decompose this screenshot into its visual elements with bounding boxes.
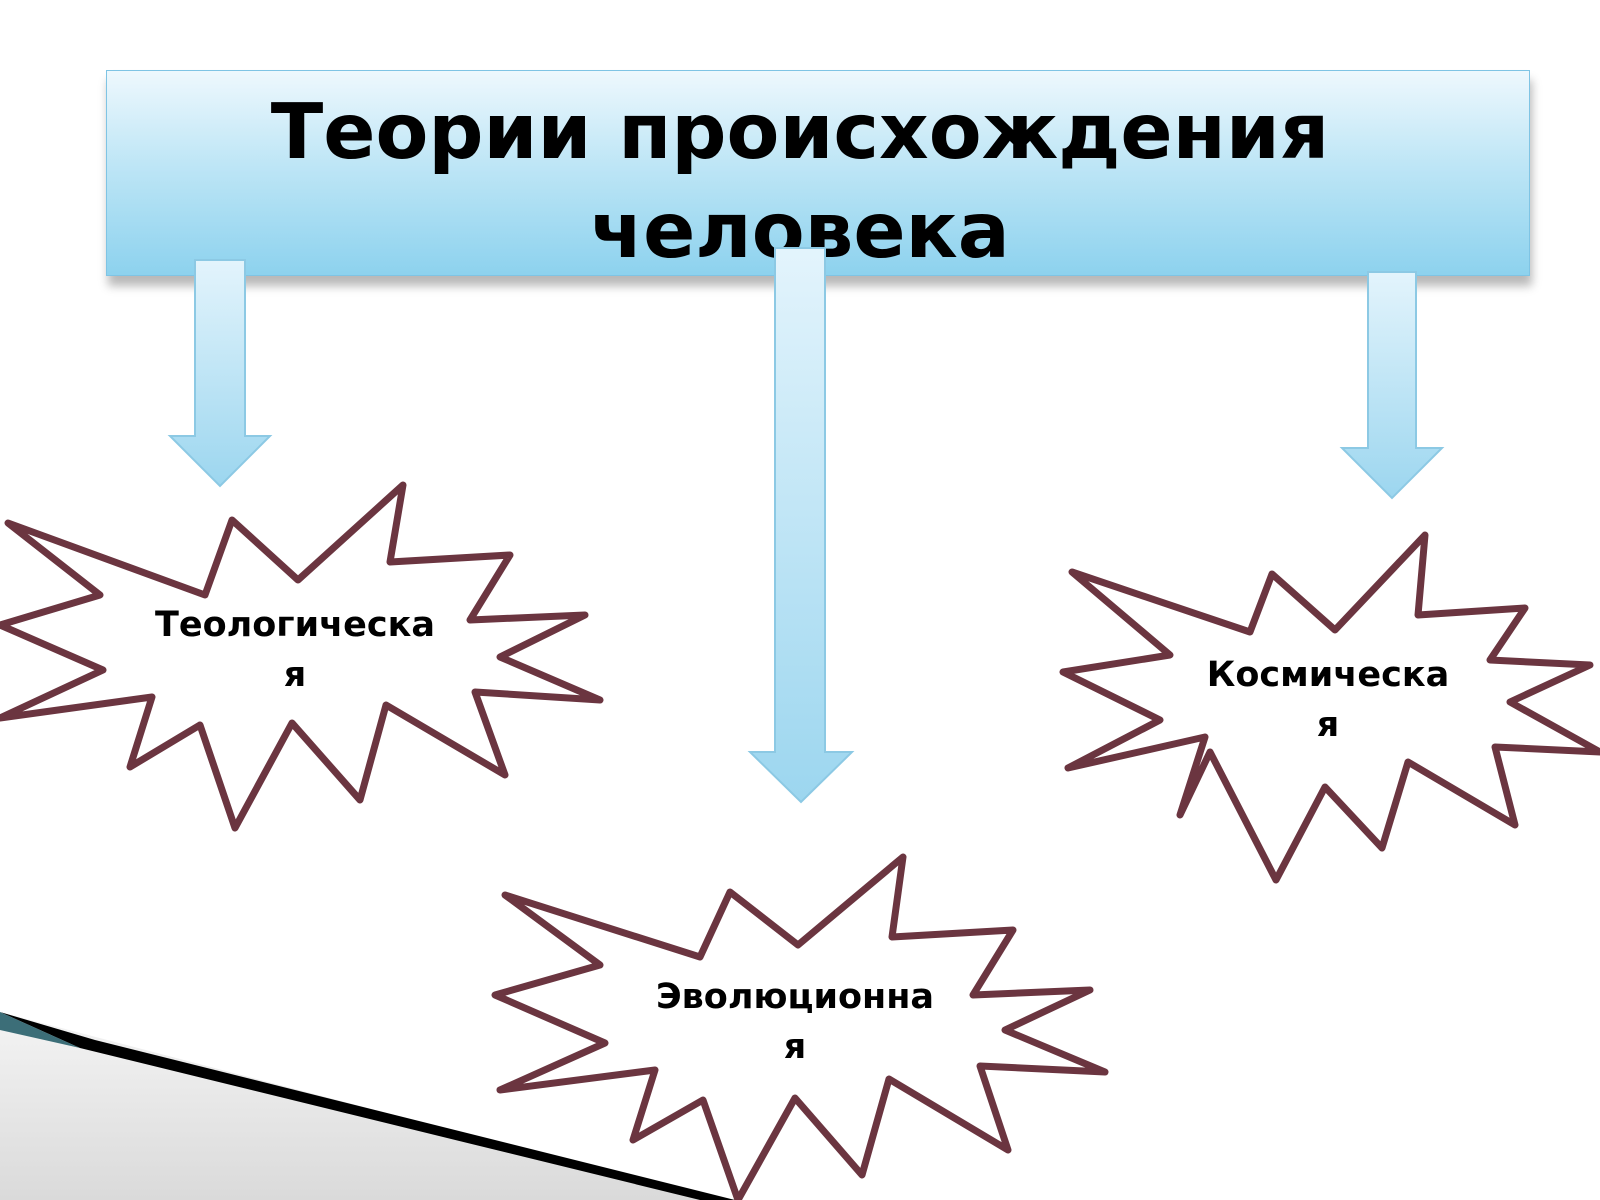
title-line-1: Теории происхождения xyxy=(270,88,1330,177)
label-cosmic-line-1: Космическа xyxy=(1206,655,1450,695)
star-theological xyxy=(0,481,604,832)
label-evolutionary-line-1: Эволюционна xyxy=(655,977,935,1017)
label-cosmic: Космическа я xyxy=(1190,650,1466,750)
arrow-to-cosmic xyxy=(1339,271,1445,500)
label-theological-line-1: Теологическа xyxy=(154,605,436,645)
label-theological: Теологическа я xyxy=(140,600,450,700)
star-cosmic xyxy=(1059,531,1600,884)
star-evolutionary xyxy=(491,853,1109,1200)
arrow-to-theological xyxy=(167,259,273,488)
title-box xyxy=(106,70,1530,276)
label-evolutionary-line-2: я xyxy=(783,1027,807,1067)
arrow-to-evolutionary xyxy=(747,247,855,804)
label-cosmic-line-2: я xyxy=(1316,705,1340,745)
label-evolutionary: Эволюционна я xyxy=(635,972,955,1072)
label-theological-line-2: я xyxy=(283,655,307,695)
